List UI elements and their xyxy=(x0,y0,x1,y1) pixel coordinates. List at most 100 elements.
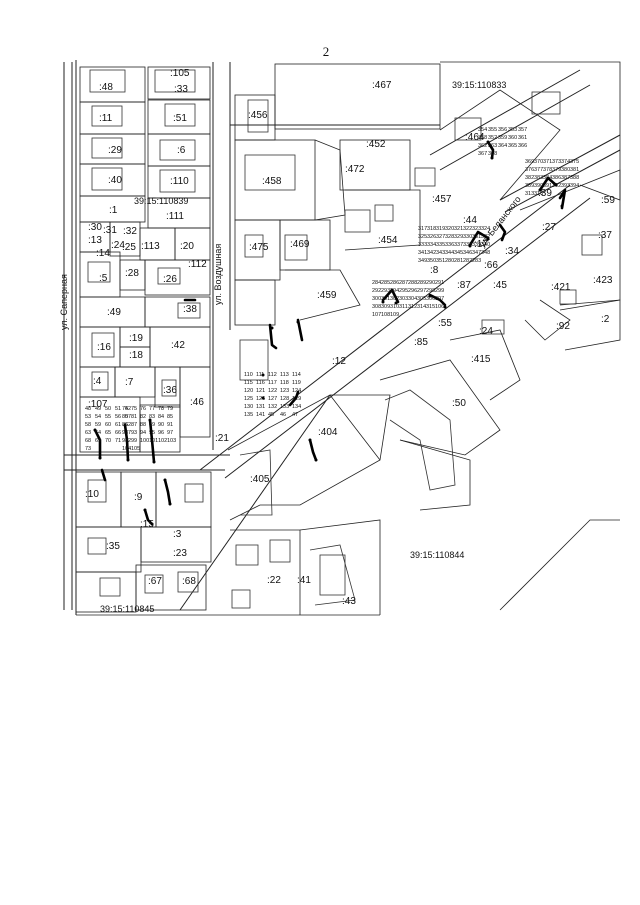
point-label: 280 xyxy=(445,258,454,264)
point-label: 336 xyxy=(445,242,454,248)
parcel-label: :8 xyxy=(430,265,439,276)
page-number: 2 xyxy=(322,44,330,59)
point-label: 69 xyxy=(95,438,101,444)
point-label: 52 xyxy=(125,406,131,412)
point-label: 118 xyxy=(280,380,289,386)
point-label: 337 xyxy=(454,242,463,248)
parcel-label: :35 xyxy=(106,541,120,552)
point-label: 355 xyxy=(488,127,497,133)
point-label: 64 xyxy=(95,430,101,436)
parcel-label: :87 xyxy=(457,280,471,291)
parcel-label: :67 xyxy=(148,576,162,587)
parcel-label: :415 xyxy=(471,354,491,365)
quarter-110839-buildings xyxy=(87,69,204,597)
point-label: 327 xyxy=(436,234,445,240)
point-label: 46 xyxy=(280,412,286,418)
point-label: 70 xyxy=(105,438,111,444)
point-label: 346 xyxy=(463,250,472,256)
point-label: 394 xyxy=(570,183,579,189)
parcel-label: :18 xyxy=(129,350,143,361)
parcel-label: :12 xyxy=(332,356,346,367)
point-label: 50 xyxy=(105,406,111,412)
point-label: 134 xyxy=(292,404,301,410)
point-label: 328 xyxy=(445,234,454,240)
parcel-label: :404 xyxy=(318,427,338,438)
point-label: 311 xyxy=(399,304,408,310)
parcel-label: :20 xyxy=(180,241,194,252)
point-label: 129 xyxy=(292,396,301,402)
point-label: 80 xyxy=(122,414,128,420)
point-label: 304 xyxy=(408,296,417,302)
point-label: 293 xyxy=(381,288,390,294)
point-label: 313 xyxy=(525,191,534,197)
quarter-label: 39:15:110845 xyxy=(100,604,154,614)
road-network xyxy=(63,62,621,611)
point-label: 58 xyxy=(85,422,91,428)
parcel-label: :41 xyxy=(297,575,311,586)
point-label: 297 xyxy=(417,288,426,294)
point-label: 375 xyxy=(570,159,579,165)
point-label: 110 xyxy=(244,372,253,378)
survey-points xyxy=(93,140,564,526)
parcel-label: :15 xyxy=(140,519,154,530)
point-label: 285 xyxy=(381,280,390,286)
point-label: 59 xyxy=(95,422,101,428)
point-label: 291 xyxy=(435,280,444,286)
point-label: 53 xyxy=(85,414,91,420)
point-label: 130 xyxy=(244,404,253,410)
point-label: 351 xyxy=(436,258,445,264)
point-label: 48 xyxy=(85,406,91,412)
parcel-labels: :48:105:33:11:51:29:6:40:110:1:111:30:31… xyxy=(85,68,615,607)
point-label: 88 xyxy=(140,422,146,428)
point-label: 68 xyxy=(85,438,91,444)
quarter-110833-buildings xyxy=(231,91,603,609)
point-label: 338 xyxy=(463,242,472,248)
point-label: 91 xyxy=(167,422,173,428)
parcel-label: :22 xyxy=(267,575,281,586)
parcel-label: :34 xyxy=(505,246,519,257)
point-label: 47 xyxy=(292,412,298,418)
point-label: 132 xyxy=(268,404,277,410)
point-label: 89 xyxy=(149,422,155,428)
point-label: 299 xyxy=(435,288,444,294)
point-label: 78 xyxy=(158,406,164,412)
point-label: 389 xyxy=(525,183,534,189)
point-label: 325 xyxy=(418,234,427,240)
point-label: 363 xyxy=(488,143,497,149)
quarter-110839-parcels xyxy=(79,66,211,453)
parcel-label: :46 xyxy=(190,397,204,408)
point-label: 321 xyxy=(454,226,463,232)
point-label: 82 xyxy=(140,414,146,420)
point-label: 97 xyxy=(167,430,173,436)
point-label: 306 xyxy=(426,296,435,302)
parcel-label: :1 xyxy=(109,205,118,216)
parcel-label: :459 xyxy=(317,290,337,301)
point-label: 353 xyxy=(508,127,517,133)
point-label: 62 xyxy=(125,422,131,428)
parcel-label: :110 xyxy=(170,176,189,187)
parcel-label: :37 xyxy=(598,230,612,241)
point-label: 83 xyxy=(149,414,155,420)
point-label: 376 xyxy=(525,167,534,173)
parcel-label: :10 xyxy=(85,489,99,500)
point-label: 345 xyxy=(454,250,463,256)
point-label: 332 xyxy=(481,234,490,240)
point-label: 334 xyxy=(427,242,436,248)
parcel-label: :23 xyxy=(173,548,187,559)
parcel-label: :19 xyxy=(129,333,143,344)
point-label: 369 xyxy=(525,159,534,165)
quarter-110833-parcels xyxy=(234,61,621,351)
point-label: 362 xyxy=(478,143,487,149)
point-label: 109 xyxy=(390,312,399,318)
point-label: 352 xyxy=(488,135,497,141)
point-label: 298 xyxy=(426,288,435,294)
point-label: 344 xyxy=(445,250,454,256)
parcel-label: :50 xyxy=(452,398,466,409)
point-label: 320 xyxy=(445,226,454,232)
point-label: 85 xyxy=(167,414,173,420)
point-label: 322 xyxy=(463,226,472,232)
point-label: 287 xyxy=(399,280,408,286)
point-label: 87 xyxy=(131,422,137,428)
point-label: 361 xyxy=(518,135,527,141)
